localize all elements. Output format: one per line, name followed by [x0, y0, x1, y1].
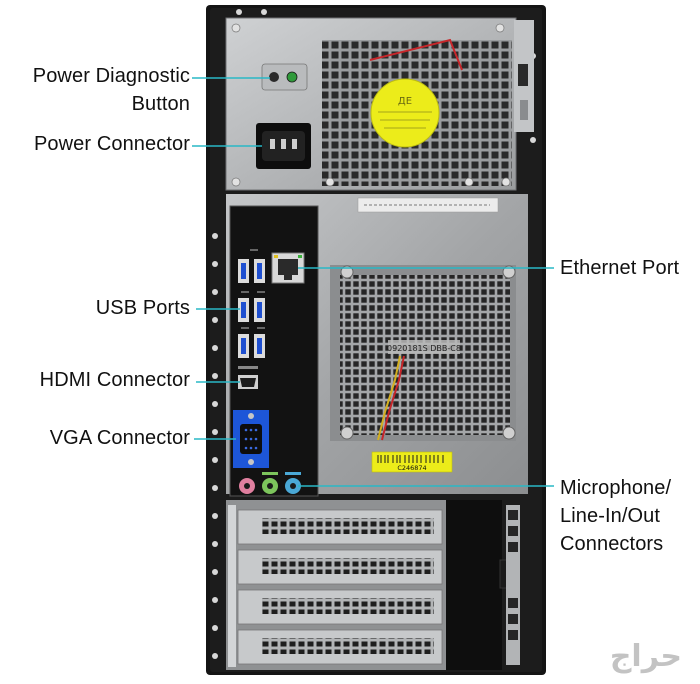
label-power-diagnostic-button: Power Diagnostic Button	[6, 62, 190, 118]
label-power-diagnostic-line1: Power Diagnostic	[32, 65, 190, 87]
psu-sticker-text: ДЕ	[398, 96, 412, 107]
label-power-diagnostic-line2: Button	[131, 93, 190, 115]
label-hdmi-connector: HDMI Connector	[39, 369, 190, 391]
power-led-icon	[286, 71, 298, 83]
expansion-slots	[226, 500, 520, 670]
label-audio-line2: Line-In/Out	[560, 505, 661, 527]
label-vga-connector: VGA Connector	[49, 427, 190, 449]
label-audio-line1: Microphone/	[560, 477, 672, 499]
label-audio-line3: Connectors	[560, 533, 664, 555]
case-latch	[514, 20, 534, 132]
io-shield	[229, 205, 319, 497]
expansion-slot-cover	[237, 509, 443, 545]
label-power-connector: Power Connector	[33, 133, 190, 155]
watermark-logo: حراج	[609, 639, 682, 674]
barcode-text: C246874	[397, 464, 426, 472]
usb-ports-group	[238, 249, 265, 358]
expansion-slot-cover	[237, 549, 443, 585]
power-diagnostic-button-panel	[261, 63, 308, 91]
label-ethernet-port: Ethernet Port	[560, 257, 680, 279]
fan-label-text: 0920181S DBB-C8	[387, 344, 461, 353]
label-usb-ports: USB Ports	[95, 297, 190, 319]
label-audio-connectors: Microphone/ Line-In/Out Connectors	[560, 474, 696, 558]
expansion-slot-cover	[237, 629, 443, 665]
padlock-bracket	[446, 500, 502, 670]
power-supply-unit: ДЕ	[225, 17, 517, 191]
callout-lines	[192, 77, 554, 487]
power-diagnostic-button[interactable]	[269, 72, 279, 82]
barcode-sticker	[371, 451, 453, 473]
expansion-slot-cover	[237, 589, 443, 625]
